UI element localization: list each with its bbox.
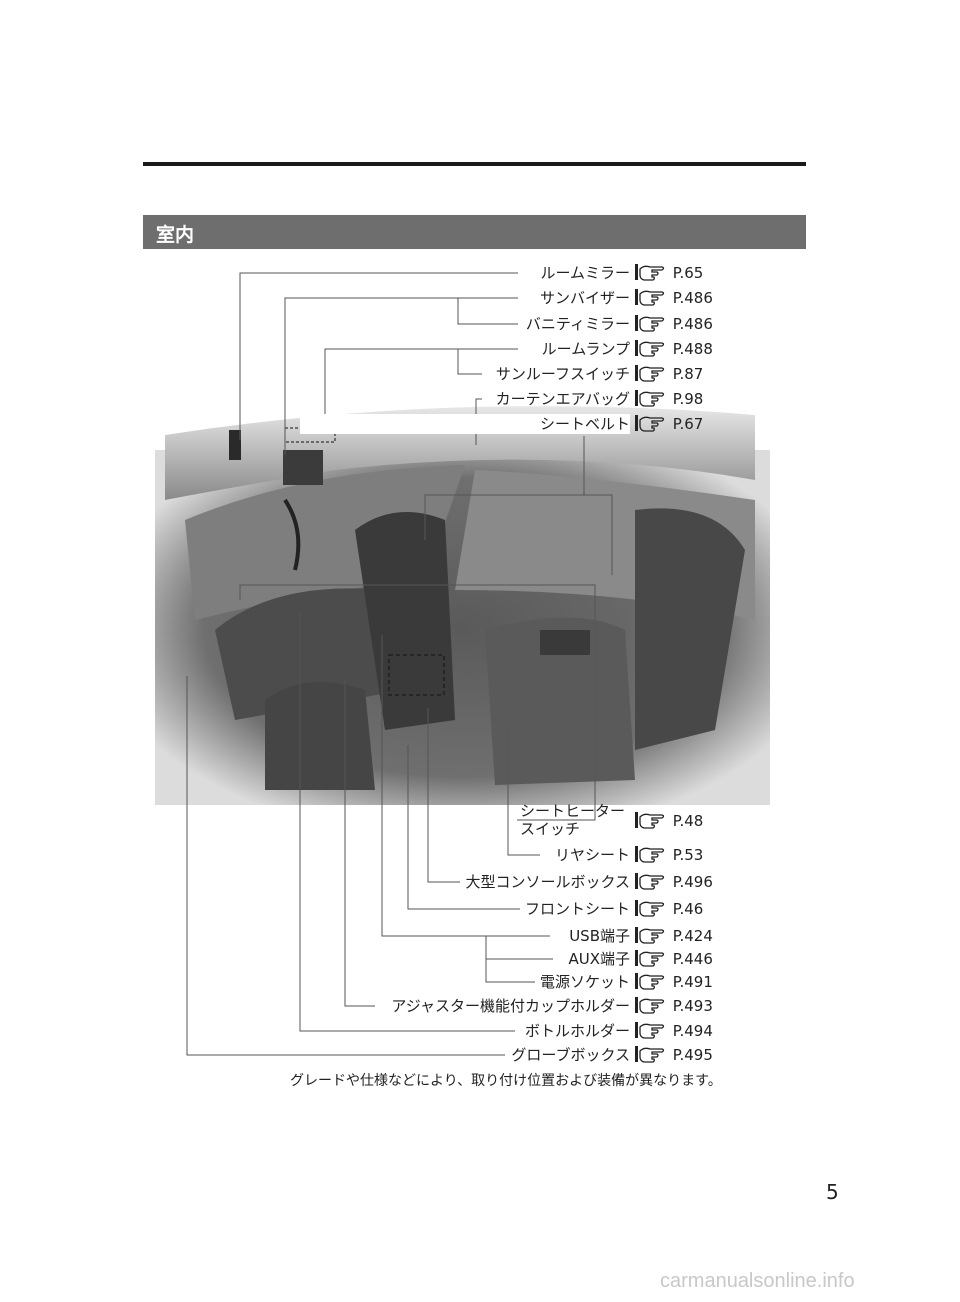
ref-page: 53: [684, 846, 704, 864]
ref-prefix: P.: [672, 365, 685, 383]
ref-usb-port[interactable]: P.424: [634, 926, 744, 946]
ref-prefix: P.: [672, 390, 685, 408]
ref-front-seat[interactable]: P.46: [634, 899, 744, 919]
ref-prefix: P.: [672, 415, 685, 433]
callout-seat-belt: シートベルト: [300, 414, 630, 434]
ref-seat-belt[interactable]: P.67: [634, 414, 744, 434]
ref-vanity-mirror[interactable]: P.486: [634, 314, 744, 334]
top-rule: [143, 162, 806, 166]
hand-pointer-icon: [635, 365, 665, 382]
hand-pointer-icon: [635, 1022, 665, 1039]
callout-seat-heater-line2: スイッチ: [520, 820, 581, 838]
hand-pointer-icon: [635, 973, 665, 990]
callout-front-seat: フロントシート: [524, 900, 630, 918]
ref-bottle-holder[interactable]: P.494: [634, 1021, 744, 1041]
hand-pointer-icon: [635, 315, 665, 332]
callout-seat-heater-line1: シートヒーター: [520, 802, 626, 820]
ref-rear-seat[interactable]: P.53: [634, 845, 744, 865]
ref-prefix: P.: [672, 927, 685, 945]
ref-page: 67: [684, 415, 704, 433]
ref-page: 98: [684, 390, 704, 408]
callout-bottle-holder: ボトルホルダー: [524, 1022, 630, 1040]
ref-prefix: P.: [672, 997, 685, 1015]
ref-glove-box[interactable]: P.495: [634, 1045, 744, 1065]
hand-pointer-icon: [635, 340, 665, 357]
ref-prefix: P.: [672, 264, 685, 282]
ref-page: 446: [684, 950, 713, 968]
callout-power-socket: 電源ソケット: [539, 973, 630, 991]
hand-pointer-icon: [635, 1046, 665, 1063]
ref-page: 488: [684, 340, 713, 358]
section-title: 室内: [156, 224, 195, 246]
ref-prefix: P.: [672, 289, 685, 307]
footnote: グレードや仕様などにより、取り付け位置および装備が異なります。: [290, 1073, 722, 1089]
callout-console-box: 大型コンソールボックス: [465, 873, 630, 891]
hand-pointer-icon: [635, 873, 665, 890]
hand-pointer-icon: [635, 900, 665, 917]
ref-prefix: P.: [672, 973, 685, 991]
callout-rear-seat: リヤシート: [554, 846, 630, 864]
callout-seat-heater-switch: シートヒーター スイッチ: [400, 802, 630, 838]
hand-pointer-icon: [635, 997, 665, 1014]
ref-cup-holder[interactable]: P.493: [634, 996, 744, 1016]
interior-illustration: [155, 406, 770, 805]
ref-page: 46: [684, 900, 704, 918]
ref-prefix: P.: [672, 812, 685, 830]
ref-seat-heater-switch[interactable]: P.48: [634, 811, 744, 831]
ref-room-mirror[interactable]: P.65: [634, 263, 744, 283]
ref-prefix: P.: [672, 1022, 685, 1040]
ref-sun-visor[interactable]: P.486: [634, 288, 744, 308]
ref-prefix: P.: [672, 1046, 685, 1064]
callout-room-mirror: ルームミラー: [540, 264, 630, 282]
ref-prefix: P.: [672, 873, 685, 891]
ref-page: 48: [684, 812, 704, 830]
hand-pointer-icon: [635, 927, 665, 944]
ref-console-box[interactable]: P.496: [634, 872, 744, 892]
hand-pointer-icon: [635, 846, 665, 863]
callout-aux-port: AUX端子: [568, 950, 630, 968]
ref-sunroof-switch[interactable]: P.87: [634, 364, 744, 384]
ref-page: 65: [684, 264, 704, 282]
callout-room-lamp: ルームランプ: [541, 340, 630, 358]
ref-prefix: P.: [672, 950, 685, 968]
hand-pointer-icon: [635, 264, 665, 281]
ref-page: 493: [684, 997, 713, 1015]
callout-sun-visor: サンバイザー: [539, 289, 630, 307]
ref-prefix: P.: [672, 340, 685, 358]
ref-page: 491: [684, 973, 713, 991]
ref-prefix: P.: [672, 846, 685, 864]
callout-vanity-mirror: バニティミラー: [525, 315, 630, 333]
ref-page: 424: [684, 927, 713, 945]
ref-curtain-airbag[interactable]: P.98: [634, 389, 744, 409]
callout-curtain-airbag: カーテンエアバッグ: [495, 390, 630, 408]
ref-aux-port[interactable]: P.446: [634, 949, 744, 969]
section-header: 室内: [143, 215, 806, 249]
page-number: 5: [826, 1180, 839, 1204]
ref-page: 495: [684, 1046, 713, 1064]
hand-pointer-icon: [635, 950, 665, 967]
ref-prefix: P.: [672, 315, 685, 333]
callout-cup-holder: アジャスター機能付カップホルダー: [391, 997, 630, 1015]
watermark: carmanualsonline.info: [660, 1270, 855, 1292]
ref-room-lamp[interactable]: P.488: [634, 339, 744, 359]
hand-pointer-icon: [635, 390, 665, 407]
ref-prefix: P.: [672, 900, 685, 918]
callout-sunroof-switch: サンルーフスイッチ: [495, 365, 630, 383]
ref-page: 486: [684, 289, 713, 307]
ref-page: 486: [684, 315, 713, 333]
hand-pointer-icon: [635, 289, 665, 306]
callout-usb-port: USB端子: [569, 927, 630, 945]
hand-pointer-icon: [635, 812, 665, 829]
hand-pointer-icon: [635, 415, 665, 432]
ref-page: 87: [684, 365, 704, 383]
ref-page: 496: [684, 873, 713, 891]
callout-glove-box: グローブボックス: [511, 1046, 630, 1064]
ref-page: 494: [684, 1022, 713, 1040]
ref-power-socket[interactable]: P.491: [634, 972, 744, 992]
